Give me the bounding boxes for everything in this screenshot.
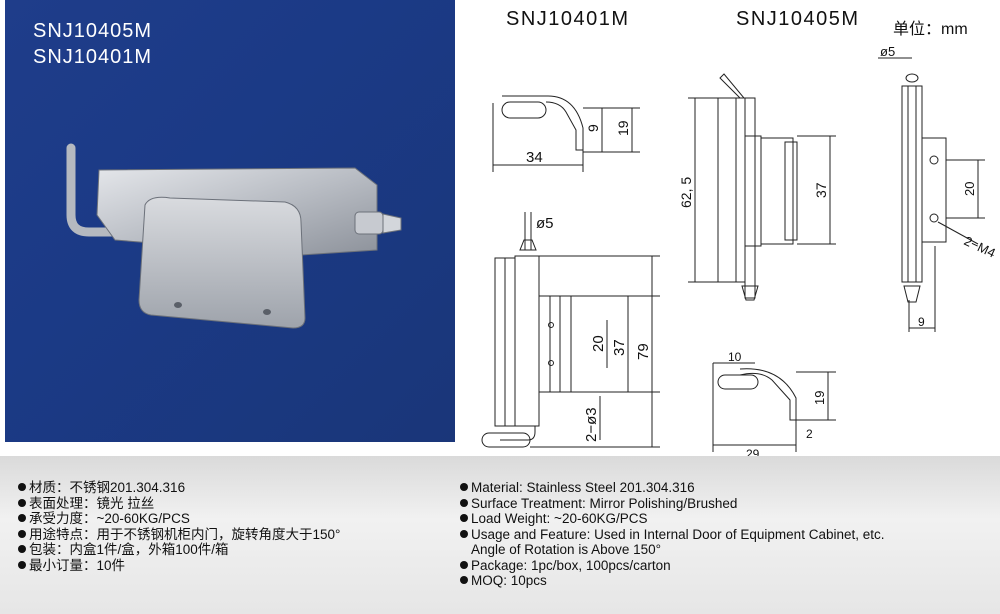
spec-en-usage: Usage and Feature: Used in Internal Door… bbox=[460, 527, 884, 543]
dim-9b: 9 bbox=[918, 315, 925, 329]
bullet-icon bbox=[18, 529, 26, 538]
bullet-icon bbox=[460, 576, 468, 584]
mount-hole-2 bbox=[263, 309, 271, 315]
product-photo-panel: SNJ10405M SNJ10401M bbox=[5, 0, 455, 442]
dim-20: 20 bbox=[590, 335, 607, 352]
bullet-icon bbox=[460, 529, 468, 538]
dim-19b: 19 bbox=[812, 391, 827, 405]
technical-drawing: 34 9 19 ø5 20 37 79 2−ø3 bbox=[481, 44, 998, 456]
photo-title-2: SNJ10401M bbox=[33, 46, 153, 68]
spec-cn-material: 材质：不锈钢201.304.316 bbox=[18, 480, 340, 496]
view-bottom-left bbox=[481, 212, 660, 448]
bullet-icon bbox=[460, 483, 468, 491]
spec-en-material: Material: Stainless Steel 201.304.316 bbox=[460, 480, 884, 496]
specifications-panel: 材质：不锈钢201.304.316 表面处理：镜光 拉丝 承受力度：~20-60… bbox=[0, 456, 1000, 614]
view-bottom-right bbox=[712, 362, 836, 452]
dim-phi5-b: ø5 bbox=[880, 44, 895, 59]
bullet-icon bbox=[18, 514, 26, 522]
pin-tip bbox=[382, 213, 402, 234]
dim-2: 2 bbox=[806, 427, 813, 441]
view-right bbox=[878, 57, 985, 332]
bent-rod bbox=[66, 143, 120, 237]
dim-29: 29 bbox=[746, 447, 760, 456]
spec-cn-moq: 最小订量：10件 bbox=[18, 558, 340, 574]
dim-34: 34 bbox=[526, 149, 543, 166]
spec-en-usage-cont: Angle of Rotation is Above 150° bbox=[471, 542, 662, 557]
spec-en-surface: Surface Treatment: Mirror Polishing/Brus… bbox=[460, 496, 884, 512]
dim-9: 9 bbox=[585, 124, 601, 132]
specs-english: Material: Stainless Steel 201.304.316 Su… bbox=[460, 480, 884, 589]
bullet-icon bbox=[18, 560, 26, 569]
bullet-icon bbox=[18, 483, 26, 491]
dim-10: 10 bbox=[728, 350, 742, 364]
front-bracket bbox=[138, 196, 306, 329]
hinge-photo bbox=[66, 143, 402, 329]
photo-title-1: SNJ10405M bbox=[33, 20, 153, 42]
specs-chinese: 材质：不锈钢201.304.316 表面处理：镜光 拉丝 承受力度：~20-60… bbox=[18, 480, 340, 573]
spec-en-package: Package: 1pc/box, 100pcs/carton bbox=[460, 558, 884, 574]
mount-hole-1 bbox=[174, 302, 182, 308]
dim-20b: 20 bbox=[962, 182, 977, 196]
unit-label: 单位：mm bbox=[893, 21, 968, 38]
view-middle bbox=[688, 73, 836, 301]
dim-19: 19 bbox=[615, 120, 631, 136]
spec-en-moq: MOQ: 10pcs bbox=[460, 573, 884, 589]
dim-m4: 2−M4 bbox=[962, 233, 998, 260]
model-label-left: SNJ10401M bbox=[506, 8, 630, 30]
dim-hole: 2−ø3 bbox=[583, 407, 600, 442]
spec-cn-usage: 用途特点：用于不锈钢机柜内门，旋转角度大于150° bbox=[18, 527, 340, 543]
dim-62-5: 62, 5 bbox=[678, 177, 694, 208]
bullet-icon bbox=[18, 498, 26, 507]
view-top-left bbox=[492, 95, 640, 172]
spec-cn-surface: 表面处理：镜光 拉丝 bbox=[18, 496, 340, 512]
dim-79: 79 bbox=[635, 343, 652, 360]
bullet-icon bbox=[460, 498, 468, 507]
bullet-icon bbox=[18, 545, 26, 553]
spec-cn-load: 承受力度：~20-60KG/PCS bbox=[18, 511, 340, 527]
spec-en-load: Load Weight: ~20-60KG/PCS bbox=[460, 511, 884, 527]
dim-37b: 37 bbox=[813, 182, 829, 198]
bullet-icon bbox=[460, 514, 468, 522]
spec-cn-package: 包装：内盒1件/盒，外箱100件/箱 bbox=[18, 542, 340, 558]
bullet-icon bbox=[460, 560, 468, 569]
dim-phi5-a: ø5 bbox=[536, 215, 554, 232]
dim-37: 37 bbox=[611, 339, 628, 356]
model-label-right: SNJ10405M bbox=[736, 8, 860, 30]
